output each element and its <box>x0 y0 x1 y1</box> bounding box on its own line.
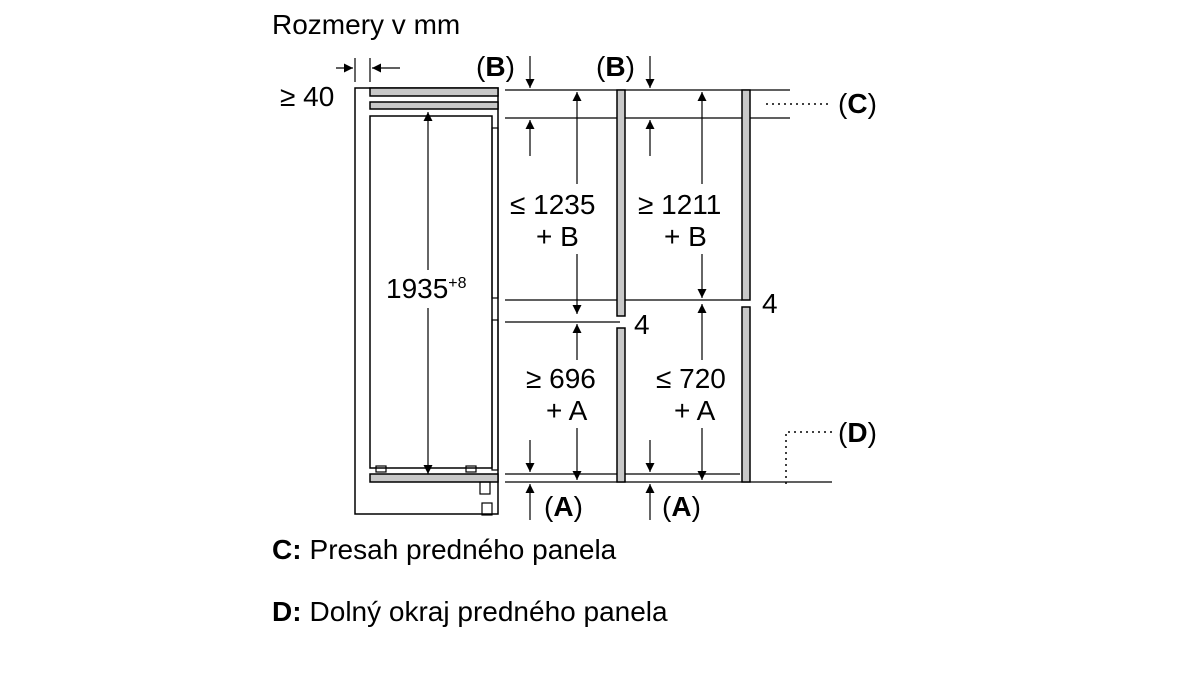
upper-left-label-2: + B <box>536 221 579 252</box>
d-dotted-line <box>785 431 832 484</box>
upper-right-label-2: + B <box>664 221 707 252</box>
label-a-left: (A) <box>544 491 583 522</box>
legend-text-d: Dolný okraj predného panela <box>309 596 668 627</box>
legend-key-c: C: <box>272 534 302 565</box>
lower-left-label-2: + A <box>546 395 588 426</box>
legend-key-d: D: <box>272 596 302 627</box>
gap-top-dimension <box>336 58 400 82</box>
height-total-label: 1935+8 <box>386 273 467 304</box>
upper-right-label-1: ≥ 1211 <box>638 189 721 220</box>
lower-right-label-1: ≤ 720 <box>656 363 726 394</box>
label-c: (C) <box>838 88 877 119</box>
upper-left-label-1: ≤ 1235 <box>510 189 595 220</box>
upper-right-mask <box>636 184 740 254</box>
label-d: (D) <box>838 417 877 448</box>
gap-left-label: 4 <box>634 309 650 340</box>
lower-right-mask <box>650 360 740 428</box>
label-b-right: (B) <box>596 51 635 82</box>
gap-right-label: 4 <box>762 288 778 319</box>
legend-text-c: Presah predného panela <box>309 534 617 565</box>
upper-left-mask <box>508 184 614 254</box>
front-panels <box>616 89 751 483</box>
legend-item-d: D:Dolný okraj predného panela <box>272 596 668 628</box>
lower-left-label-1: ≥ 696 <box>526 363 596 394</box>
height-total-mask <box>384 270 476 308</box>
diagram-title: Rozmery v mm <box>272 9 460 40</box>
label-b-left: (B) <box>476 51 515 82</box>
lower-left-mask <box>520 360 610 428</box>
label-a-right: (A) <box>662 491 701 522</box>
lower-right-label-2: + A <box>674 395 716 426</box>
gap-top-label: ≥ 40 <box>280 81 334 112</box>
legend-item-c: C:Presah predného panela <box>272 534 616 566</box>
